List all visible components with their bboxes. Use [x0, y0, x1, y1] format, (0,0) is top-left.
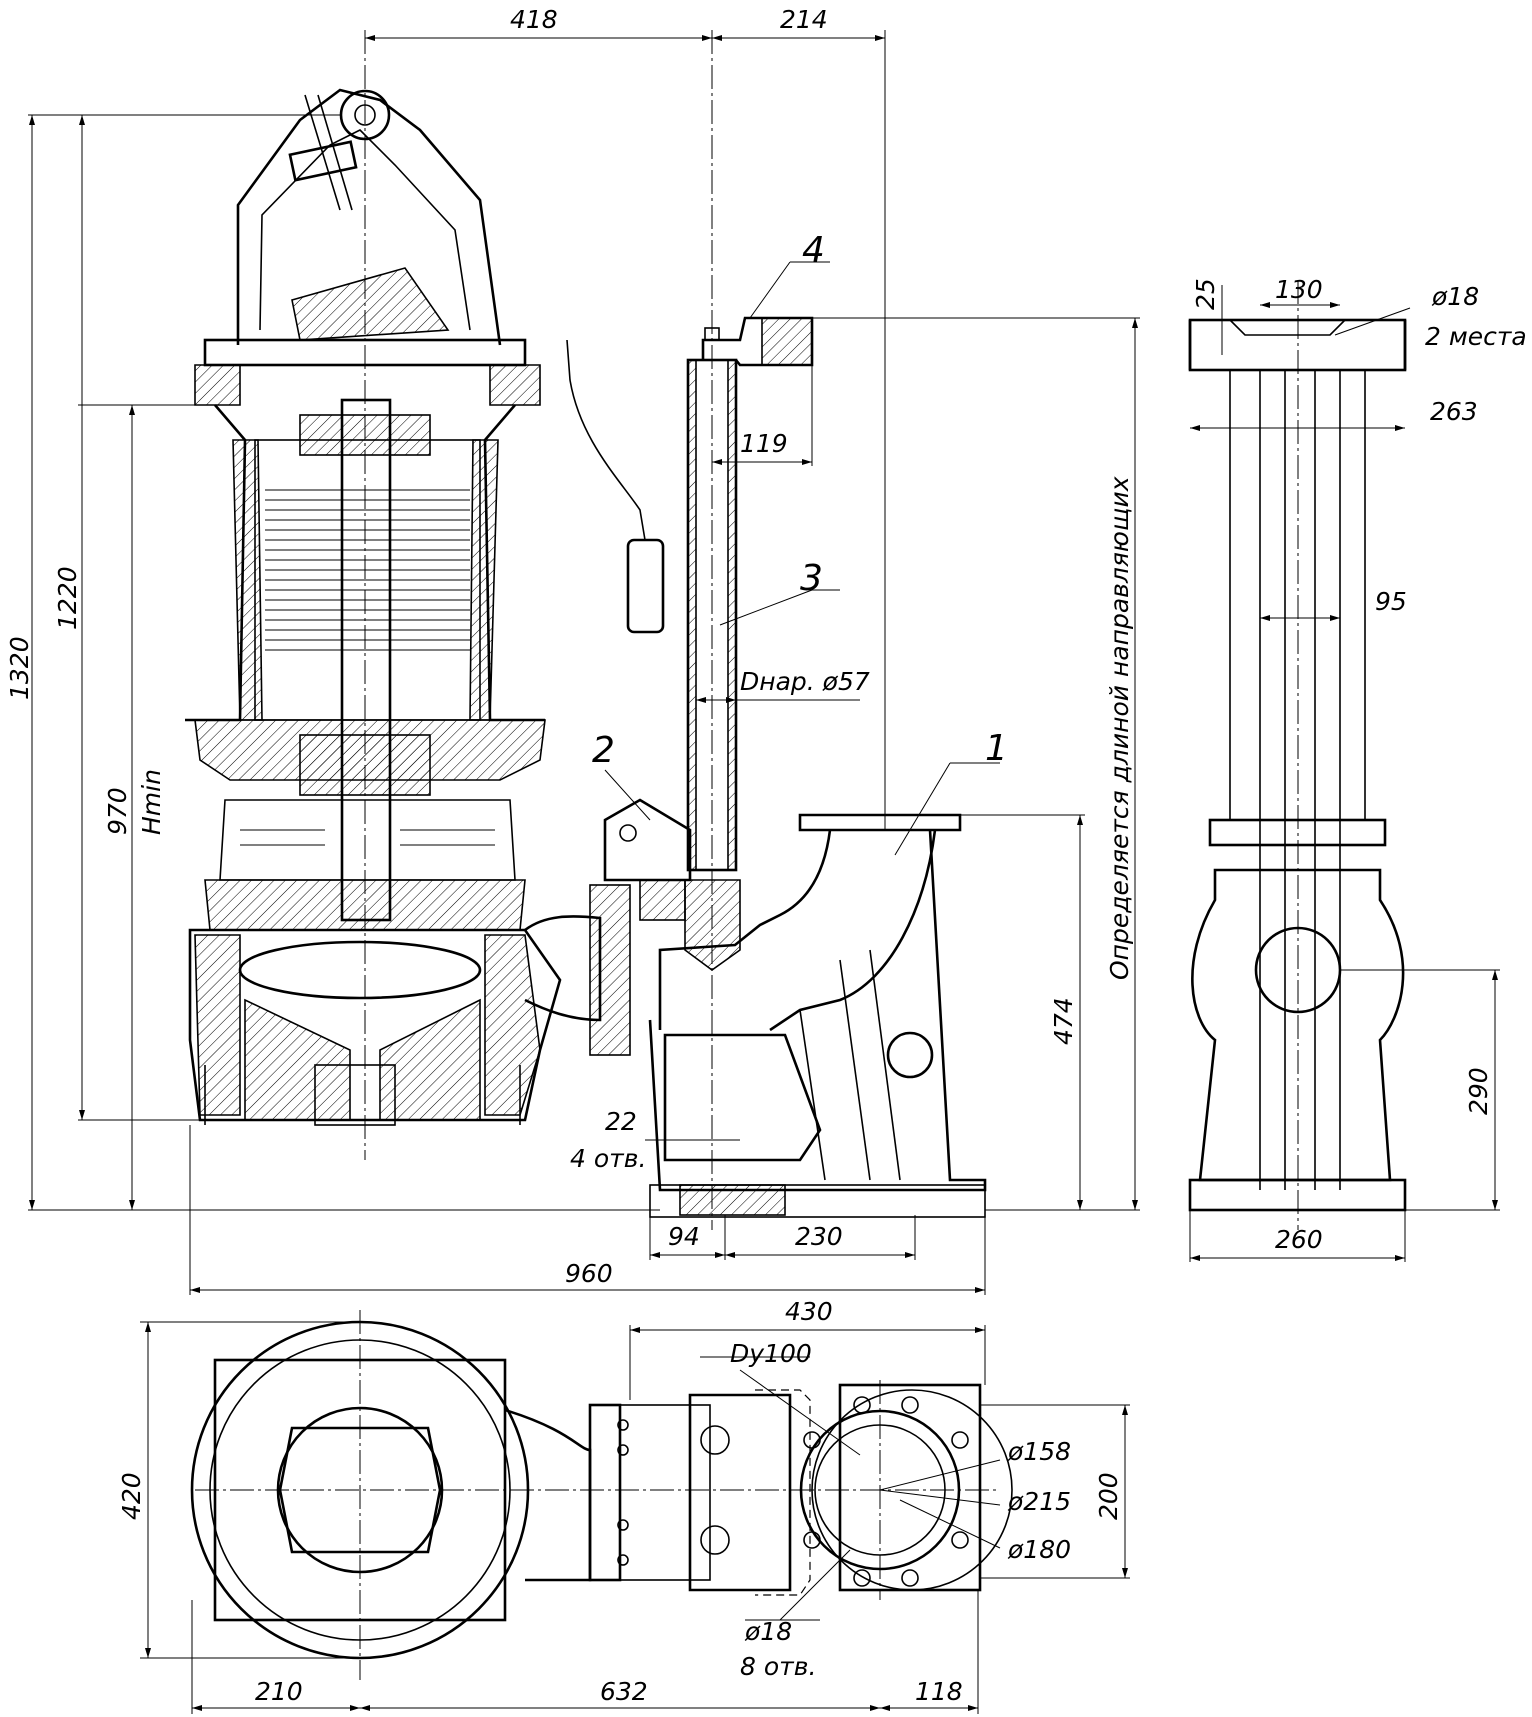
dim-158: ø158 — [1007, 1437, 1071, 1466]
dim-hole-22-count: 4 отв. — [570, 1144, 646, 1173]
dim-230: 230 — [795, 1222, 843, 1251]
callout-2: 2 — [592, 730, 615, 771]
dim-215: ø215 — [1007, 1487, 1071, 1516]
dim-290: 290 — [1464, 1067, 1493, 1115]
callout-1: 1 — [985, 728, 1008, 769]
dim-hole-18: ø18 — [1431, 282, 1479, 311]
dimension-lines — [28, 30, 1500, 1714]
dim-263: 263 — [1430, 397, 1478, 426]
dim-hole-18-count: 2 места — [1425, 322, 1527, 351]
dim-430: 430 — [785, 1297, 833, 1326]
dim-260: 260 — [1275, 1225, 1323, 1254]
dim-pipe-outer: Dнар. ø57 — [740, 667, 870, 696]
dim-hole-18b-count: 8 отв. — [740, 1652, 816, 1681]
guide-coupling-front — [566, 316, 987, 1218]
plan-view — [190, 1310, 1013, 1680]
dimension-labels: 418 214 1320 1220 970 Hmin 25 130 ø18 2 … — [5, 5, 1527, 1706]
dim-200: 200 — [1094, 1472, 1123, 1520]
dim-hole-22: 22 — [605, 1107, 637, 1136]
dim-hole-18b: ø18 — [744, 1617, 792, 1646]
dim-hmin: Hmin — [137, 769, 166, 835]
dim-dn: Dy100 — [730, 1339, 812, 1368]
dim-418: 418 — [510, 5, 558, 34]
dim-214: 214 — [780, 5, 828, 34]
dim-1220: 1220 — [53, 566, 82, 630]
dim-210: 210 — [255, 1677, 303, 1706]
callout-3: 3 — [800, 558, 823, 599]
item-callouts: 1 2 3 4 — [592, 230, 1008, 771]
callout-4: 4 — [802, 230, 825, 271]
dim-180: ø180 — [1007, 1535, 1071, 1564]
dim-970: 970 — [103, 787, 132, 835]
dim-474: 474 — [1049, 997, 1078, 1045]
dim-632: 632 — [600, 1677, 648, 1706]
pump-front-view — [185, 88, 631, 1126]
dim-94: 94 — [668, 1222, 700, 1251]
dim-95: 95 — [1375, 587, 1407, 616]
dim-960: 960 — [565, 1259, 613, 1288]
side-view — [1188, 318, 1407, 1212]
dim-25: 25 — [1191, 278, 1220, 310]
guide-length-note: Определяется длиной направляющих — [1105, 476, 1134, 980]
dim-1320: 1320 — [5, 636, 34, 700]
dim-119: 119 — [740, 429, 788, 458]
dim-130: 130 — [1275, 275, 1323, 304]
dim-118: 118 — [915, 1677, 963, 1706]
dim-420: 420 — [117, 1472, 146, 1520]
